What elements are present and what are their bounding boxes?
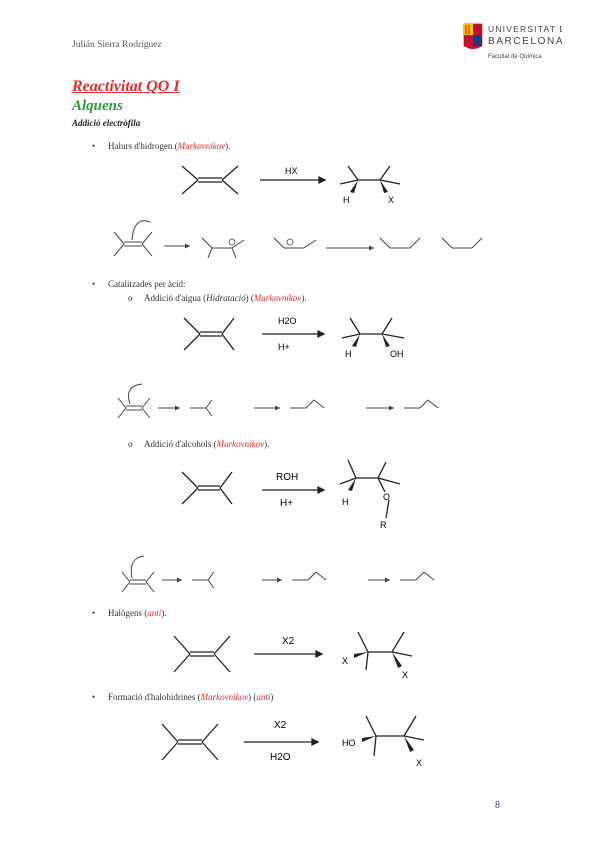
university-crest-icon: [463, 23, 483, 49]
section-title: Alquens: [72, 98, 123, 114]
product-ho: HO: [342, 738, 356, 748]
university-logo: UNIVERSITAT DE BARCELONA Facultat de Quí…: [463, 23, 562, 60]
bullet-catalitzades: •Catalitzades per àcid:: [92, 279, 186, 289]
reagent-x2: X2: [274, 720, 287, 731]
reaction-halohidrines: X2 H2O HO X: [161, 715, 425, 768]
product-x: X: [416, 758, 422, 768]
faculty-name: Facultat de Química: [488, 54, 542, 60]
author-name: Julián Sierra Rodríguez: [72, 40, 162, 50]
university-line1: UNIVERSITAT DE: [488, 24, 562, 34]
subsection-title: Addició electròfila: [72, 118, 141, 128]
university-line2: BARCELONA: [488, 36, 562, 47]
product-h: H: [343, 195, 350, 205]
reaction-hx: HX H X: [181, 165, 401, 205]
reagent-h-plus: H+: [278, 342, 290, 352]
page-number: 8: [495, 800, 500, 811]
reagent-hx: HX: [285, 166, 298, 176]
product-x-right: X: [402, 670, 408, 680]
reaction-hidratacio: H2O H+ H OH: [183, 316, 405, 359]
reagent-x2: X2: [282, 636, 295, 647]
product-oh: OH: [390, 349, 404, 359]
reagent-h2o: H2O: [278, 316, 297, 326]
mechanism-hx: [113, 220, 483, 259]
reagent-h2o: H2O: [270, 752, 291, 763]
product-h: H: [345, 349, 352, 359]
product-r: R: [380, 520, 387, 530]
bullet-halurs: •Halurs d'hidrogen (Markovnikov).: [92, 141, 231, 151]
reaction-alcohols: ROH H+ H O R: [181, 459, 401, 530]
product-h: H: [342, 497, 349, 507]
reaction-halogens: X2 X X: [173, 631, 413, 680]
product-x-left: X: [342, 656, 348, 666]
product-o: O: [383, 492, 390, 502]
mechanism-hidratacio: [117, 383, 439, 419]
bullet-halohidrines: •Formació d'halohidrines (Markovnikov) (…: [92, 692, 274, 702]
reagent-roh: ROH: [276, 472, 298, 483]
reagent-h-plus: H+: [280, 498, 293, 509]
mechanism-alcohols: [121, 555, 435, 593]
page-title: Reactivitat QO I: [72, 78, 180, 95]
bullet-halogens: •Halògens (anti).: [92, 608, 167, 618]
product-x: X: [388, 195, 394, 205]
